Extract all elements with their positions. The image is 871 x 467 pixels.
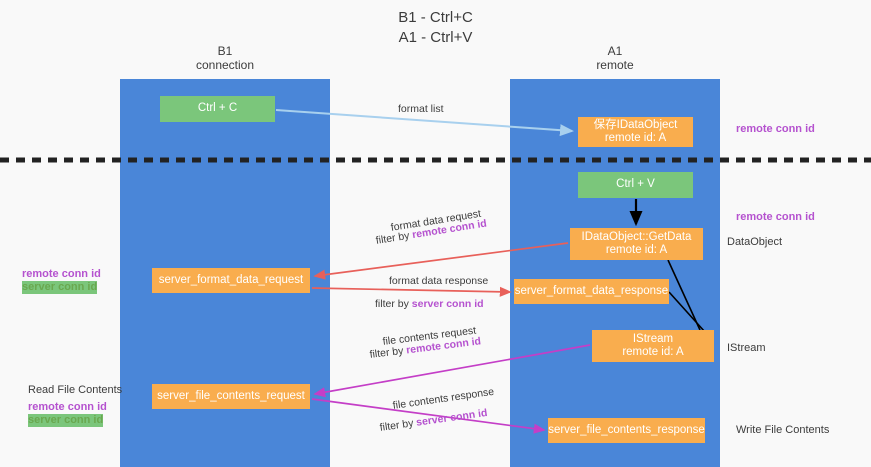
box-server-format-data-response[interactable]: server_format_data_response (514, 279, 669, 304)
note-right-remote-conn-id-mid: remote conn id (736, 211, 815, 223)
box-ctrl-c-label: Ctrl + C (197, 102, 238, 115)
note-right-istream: IStream (727, 342, 766, 354)
box-server-format-data-request-label: server_format_data_request (158, 273, 304, 286)
note-right-remote-conn-id-top: remote conn id (736, 123, 815, 135)
note-left-server-conn-id: server conn id (22, 281, 98, 294)
box-ctrl-v[interactable]: Ctrl + V (578, 172, 693, 198)
note-right-write-file-contents: Write File Contents (736, 424, 830, 436)
note-left-remote-conn-id-2: remote conn id (28, 401, 107, 413)
note-left-read-file-contents: Read File Contents (28, 384, 123, 396)
box-server-file-contents-request[interactable]: server_file_contents_request (152, 384, 310, 409)
box-istream-line1: IStream (632, 332, 674, 345)
label-format-list-text: format list (398, 103, 444, 115)
box-idataobject-getdata[interactable]: IDataObject::GetData remote id: A (570, 228, 703, 260)
box-istream[interactable]: IStream remote id: A (592, 330, 714, 362)
note-left-remote-conn-id: remote conn id (22, 268, 101, 280)
box-server-file-contents-response-label: server_file_contents_response (548, 423, 705, 436)
lane-a1-name: A1 (607, 44, 623, 58)
label-format-data-response-filter: filter by server conn id (375, 298, 484, 311)
box-server-format-data-request[interactable]: server_format_data_request (152, 268, 310, 293)
box-server-file-contents-response[interactable]: server_file_contents_response (548, 418, 705, 443)
label-format-data-response: format data response (389, 275, 488, 288)
title-line-2: A1 - Ctrl+V (398, 29, 473, 46)
filter-prefix: filter by (379, 416, 418, 434)
lane-header-a1: A1 remote (510, 44, 720, 72)
label-format-list: format list (398, 103, 444, 116)
box-save-idataobject-line1: 保存IDataObject (593, 118, 678, 131)
box-ctrl-c[interactable]: Ctrl + C (160, 96, 275, 122)
box-server-format-data-response-label: server_format_data_response (514, 284, 669, 297)
box-getdata-line1: IDataObject::GetData (581, 230, 692, 243)
filter-key-server-conn-id: server conn id (411, 298, 484, 310)
box-save-idataobject[interactable]: 保存IDataObject remote id: A (578, 117, 693, 147)
diagram-title: B1 - Ctrl+C A1 - Ctrl+V (0, 8, 871, 48)
lane-b1-name: B1 (217, 44, 233, 58)
filter-prefix: filter by (369, 344, 407, 361)
title-line-1: B1 - Ctrl+C (398, 9, 473, 26)
box-getdata-line2: remote id: A (605, 244, 668, 256)
lane-a1-role: remote (596, 58, 634, 72)
lane-header-b1: B1 connection (120, 44, 330, 72)
box-server-file-contents-request-label: server_file_contents_request (157, 389, 305, 402)
box-istream-line2: remote id: A (622, 346, 684, 358)
box-save-idataobject-line2: remote id: A (604, 132, 667, 144)
note-right-dataobject: DataObject (727, 236, 783, 248)
note-left-server-conn-id-2: server conn id (28, 414, 104, 427)
box-ctrl-v-label: Ctrl + V (616, 178, 655, 191)
lane-b1-role: connection (195, 58, 255, 72)
label-format-data-response-text: format data response (389, 275, 489, 287)
arrow-format-data-response (311, 286, 512, 297)
filter-prefix: filter by (375, 298, 412, 310)
filter-prefix: filter by (375, 229, 414, 247)
filter-key-server-conn-id: server conn id (415, 406, 489, 429)
